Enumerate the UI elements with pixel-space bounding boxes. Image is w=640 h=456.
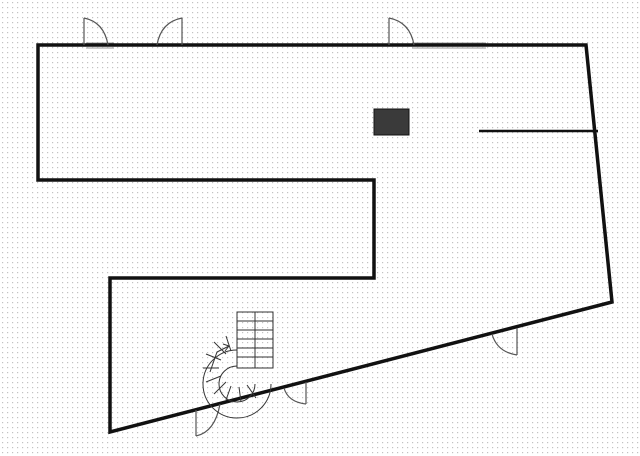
- door-bottom-1: [195, 403, 221, 437]
- door-top-1: [83, 17, 109, 46]
- window-top-right: [412, 42, 486, 49]
- window-top-left: [86, 42, 114, 49]
- structural-column: [373, 108, 410, 136]
- door-bottom-2: [283, 382, 307, 405]
- door-top-2: [156, 17, 183, 46]
- door-bottom-3: [491, 328, 518, 356]
- spiral-staircase: [202, 311, 274, 419]
- door-top-3: [388, 17, 415, 46]
